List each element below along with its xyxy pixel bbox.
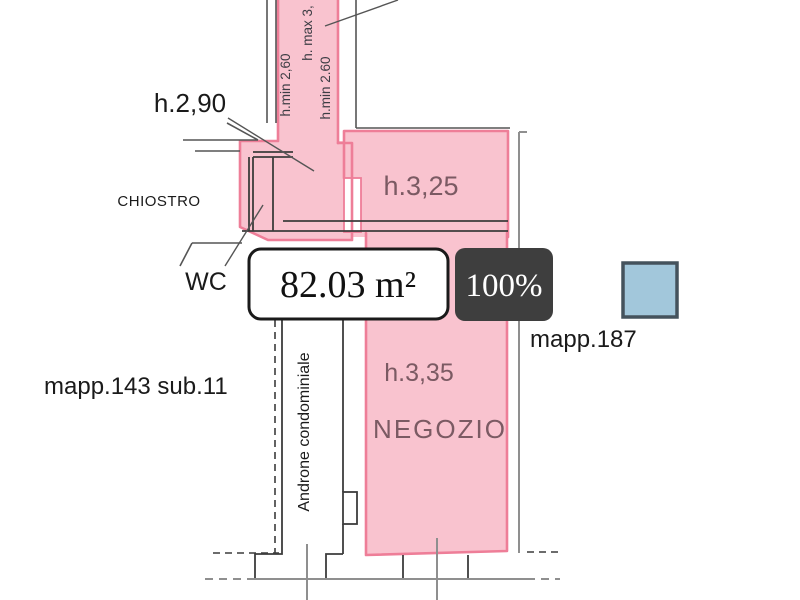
corridor-area [278, 0, 338, 145]
androne-niche [342, 491, 358, 525]
wall-line [226, 122, 259, 141]
height-label-335: h.3,35 [384, 359, 454, 387]
entry-outline [238, 0, 354, 242]
corridor-height-mid: h. max 3, [300, 5, 315, 61]
main-room-area [344, 131, 508, 237]
percent-badge: 100% [455, 248, 553, 321]
area-badge-value: 82.03 m² [280, 264, 416, 306]
wall-lines [179, 0, 527, 600]
legend-square-mapp187 [621, 261, 679, 319]
percent-badge-box [455, 248, 553, 321]
leader-lines [224, 0, 399, 267]
chiostro-label: CHIOSTRO [117, 193, 200, 210]
androne-left-wall [254, 320, 283, 580]
area-badge-box [247, 247, 450, 321]
percent-badge-value: 100% [466, 268, 543, 304]
height-label-290: h.2,90 [154, 88, 226, 118]
h290-leader [227, 117, 315, 172]
wc-label: WC [185, 268, 227, 296]
corridor-height-right: h.min 2.60 [318, 56, 333, 119]
main-room-outline [342, 129, 510, 239]
androne-label: Androne condominiale [296, 352, 313, 511]
height-label-325: h.3,25 [383, 171, 458, 201]
androne-right-wall [325, 553, 343, 580]
entry-wc-area [240, 141, 352, 240]
wc-leader [224, 204, 264, 267]
parcel-label-187: mapp.187 [530, 326, 637, 353]
negozio-label: NEGOZIO [373, 414, 507, 444]
top-leader [324, 0, 399, 27]
unit-outline [238, 0, 510, 557]
corridor-height-left: h.min 2,60 [278, 53, 293, 116]
area-badge: 82.03 m² [247, 247, 450, 321]
wall-line [179, 242, 193, 267]
dashed-lines [205, 320, 560, 580]
parcel-label-143: mapp.143 sub.11 [44, 373, 228, 400]
